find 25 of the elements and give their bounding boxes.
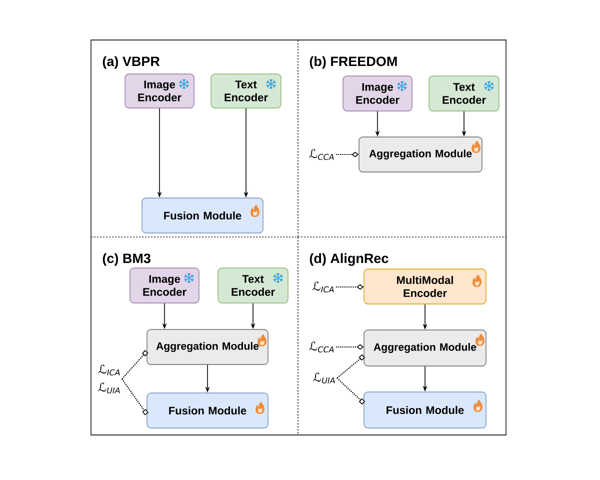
encoder-box: MultiModal Encoder	[364, 268, 486, 304]
module-box: Fusion Module	[146, 392, 268, 428]
module-box: Aggregation Module	[146, 329, 268, 365]
panel-title: (b) FREEDOM	[310, 56, 397, 69]
encoder-box: Image Encoder	[342, 76, 412, 112]
panel-title: (d) AlignRec	[310, 253, 388, 266]
panel-title: (c) BM3	[102, 253, 150, 266]
module-box: Aggregation Module	[358, 136, 482, 172]
module-box: Aggregation Module	[364, 330, 486, 366]
module-box: Fusion Module	[364, 392, 486, 428]
encoder-box: Text Encoder	[428, 76, 500, 112]
loss-label: ℒ$_{CCA}$	[309, 342, 334, 352]
loss-label: ℒ$_{ICA}$	[312, 282, 334, 292]
loss-label: ℒ$_{UIA}$	[98, 382, 120, 394]
panel-title: (a) VBPR	[102, 56, 160, 69]
loss-label: ℒ$_{ICA}$	[98, 364, 120, 376]
encoder-box: Image Encoder	[124, 74, 194, 108]
loss-label: ℒ$_{CCA}$	[309, 149, 334, 160]
module-box: Fusion Module	[142, 198, 264, 234]
dotted-connector	[122, 350, 148, 380]
dotted-connector	[122, 378, 148, 416]
encoder-box: Text Encoder	[210, 74, 282, 108]
encoder-box: Text Encoder	[218, 268, 288, 304]
loss-label: ℒ$_{UIA}$	[313, 372, 335, 384]
encoder-box: Image Encoder	[130, 268, 200, 304]
